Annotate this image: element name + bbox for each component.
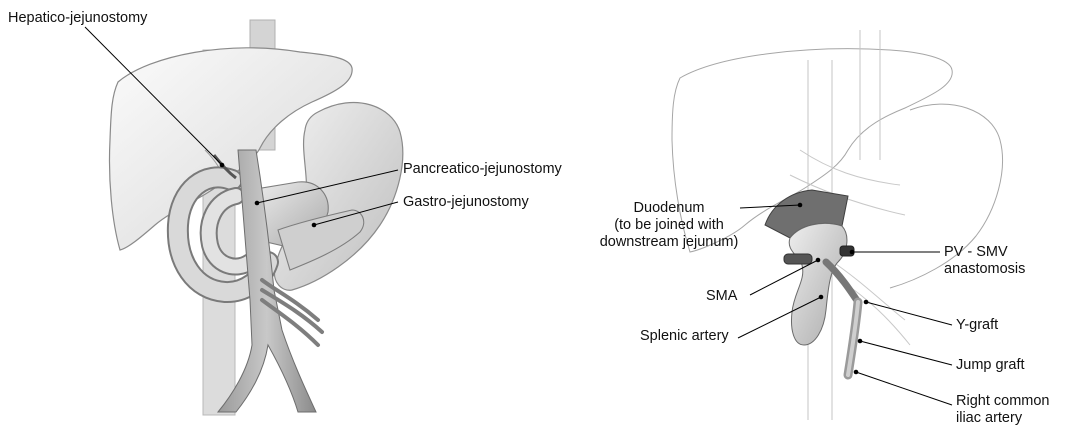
label-hepatico-jejunostomy: Hepatico-jejunostomy [8, 10, 147, 27]
leader-jump-graft-dot [858, 339, 863, 344]
sma-stub [784, 254, 812, 264]
label-y-graft: Y-graft [956, 317, 998, 334]
leader-hepatico-dot [220, 163, 225, 168]
label-iliac-line1: Right common [956, 393, 1049, 410]
leader-y-graft [866, 302, 952, 325]
label-duodenum-line1: Duodenum [594, 200, 744, 217]
leader-jump-graft [860, 341, 952, 365]
label-splenic-artery: Splenic artery [640, 328, 729, 345]
label-duodenum-line3: downstream jejunum) [594, 234, 744, 251]
leader-splenic-dot [819, 295, 824, 300]
leader-duodenum-dot [798, 203, 803, 208]
label-sma: SMA [706, 288, 737, 305]
label-pv-smv-line2: anastomosis [944, 261, 1025, 278]
leader-iliac-dot [854, 370, 859, 375]
label-pancreatico-jejunostomy: Pancreatico-jejunostomy [403, 161, 562, 178]
leader-sma-dot [816, 258, 821, 263]
pancreas-graft [789, 223, 847, 345]
leader-pv-smv-dot [850, 250, 855, 255]
leader-y-graft-dot [864, 300, 869, 305]
left-anatomy-illustration [109, 20, 402, 415]
label-duodenum-line2: (to be joined with [594, 217, 744, 234]
leader-iliac [856, 372, 952, 405]
label-pv-smv-line1: PV - SMV [944, 244, 1025, 261]
label-iliac-artery: Right common iliac artery [956, 393, 1049, 427]
label-iliac-line2: iliac artery [956, 410, 1049, 427]
label-jump-graft: Jump graft [956, 357, 1025, 374]
label-duodenum: Duodenum (to be joined with downstream j… [594, 200, 744, 251]
leader-pancreatico-dot [255, 201, 260, 206]
label-pv-smv: PV - SMV anastomosis [944, 244, 1025, 278]
label-gastro-jejunostomy: Gastro-jejunostomy [403, 194, 529, 211]
leader-gastro-dot [312, 223, 317, 228]
